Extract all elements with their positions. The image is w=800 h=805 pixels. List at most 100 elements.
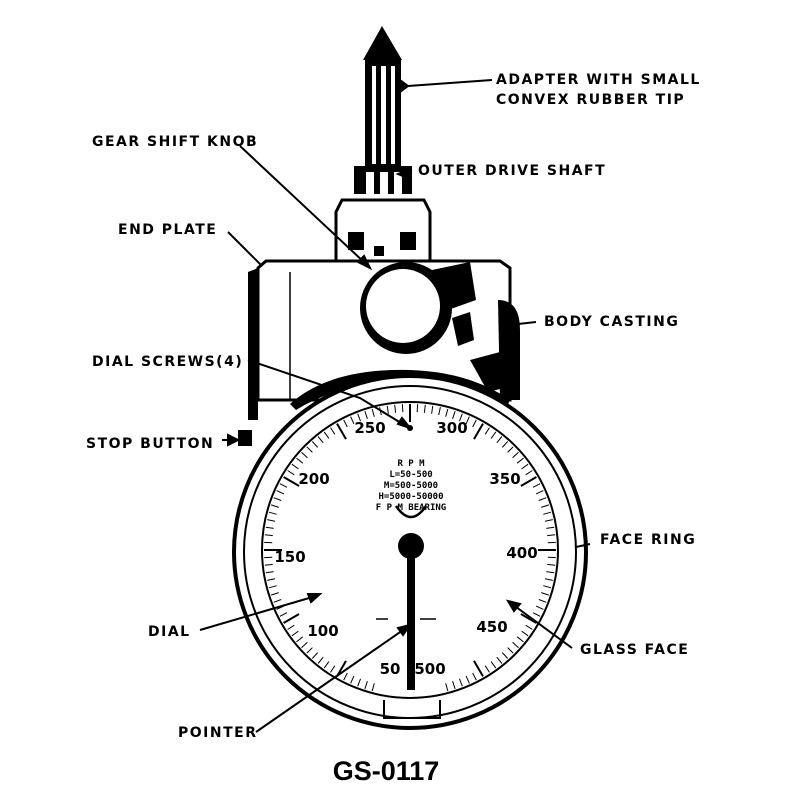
dial-tick bbox=[516, 457, 524, 464]
dial-tick bbox=[490, 431, 497, 439]
dial-tick bbox=[306, 647, 313, 654]
dial-tick bbox=[512, 451, 519, 459]
dial-tick bbox=[445, 683, 449, 692]
dial-tick bbox=[287, 470, 295, 476]
dial-tick bbox=[268, 585, 277, 589]
dial-tick bbox=[507, 446, 514, 453]
gear-shift-knob bbox=[360, 262, 452, 354]
dial-tick bbox=[438, 407, 441, 416]
dial-tick bbox=[267, 578, 276, 581]
dial-tick bbox=[264, 563, 273, 566]
dial-tick bbox=[306, 446, 313, 453]
dial-tick bbox=[364, 681, 368, 690]
dial-tick bbox=[330, 427, 336, 435]
legend-line: H=5000-50000 bbox=[378, 492, 443, 502]
dial-tick bbox=[484, 427, 490, 435]
dial-tick bbox=[279, 612, 288, 617]
label-end-plate: END PLATE bbox=[118, 222, 217, 238]
dial-tick bbox=[287, 624, 295, 630]
dial-tick bbox=[364, 410, 368, 419]
label-glass-face: GLASS FACE bbox=[580, 642, 689, 658]
dial-tick bbox=[465, 416, 470, 425]
dial-number: 100 bbox=[307, 622, 338, 640]
dial-tick bbox=[452, 681, 456, 690]
dial-tick bbox=[317, 436, 324, 444]
dial-tick bbox=[357, 413, 361, 422]
dial-tick bbox=[521, 630, 529, 637]
label-body-casting: BODY CASTING bbox=[544, 314, 679, 330]
dial-tick bbox=[546, 526, 555, 529]
dial-number: 200 bbox=[298, 470, 329, 488]
dial-tick bbox=[296, 636, 304, 643]
dial-tick bbox=[343, 672, 348, 681]
dial-tick bbox=[371, 408, 375, 417]
dial-tick bbox=[283, 613, 300, 624]
dial-tick bbox=[496, 436, 503, 444]
dial-tick bbox=[343, 419, 348, 428]
dial-tick bbox=[532, 612, 541, 617]
dial-tick-marks bbox=[264, 404, 556, 692]
label-gear-shift-knob: GEAR SHIFT KNOB bbox=[92, 134, 258, 150]
label-pointer: POINTER bbox=[178, 725, 257, 741]
dial-tick bbox=[525, 624, 533, 630]
dial-tick bbox=[301, 451, 308, 459]
dial-tick bbox=[543, 511, 552, 515]
label-stop-button: STOP BUTTON bbox=[86, 436, 214, 452]
dial-number: 150 bbox=[274, 548, 305, 566]
dial-tick bbox=[472, 672, 477, 681]
dial-tick bbox=[371, 683, 375, 692]
dial-tick bbox=[394, 404, 397, 413]
dial-tick bbox=[541, 504, 550, 508]
label-adapter-line1: ADAPTER WITH SMALL bbox=[496, 72, 701, 88]
dial-tick bbox=[323, 661, 330, 669]
dial-tick bbox=[535, 605, 544, 610]
adapter-tip bbox=[363, 26, 402, 168]
dial-tick bbox=[301, 641, 308, 649]
dial-tick bbox=[496, 656, 503, 664]
dial-tick bbox=[543, 585, 552, 589]
legend-line: M=500-5000 bbox=[384, 481, 438, 491]
dial-tick bbox=[279, 483, 288, 488]
dial-tick bbox=[472, 419, 477, 428]
dial-tick bbox=[270, 504, 279, 508]
dial-number: 300 bbox=[436, 419, 467, 437]
label-outer-drive-shaft: OUTER DRIVE SHAFT bbox=[418, 163, 606, 179]
dial-tick bbox=[459, 413, 463, 422]
dial-tick bbox=[547, 563, 556, 566]
dial-tick bbox=[386, 405, 389, 414]
shaft-housing bbox=[334, 198, 432, 270]
dial-tick bbox=[276, 490, 285, 495]
dial-tick bbox=[268, 511, 277, 515]
dial-tick bbox=[546, 571, 555, 574]
dial-tick bbox=[473, 660, 484, 677]
dial-tick bbox=[317, 656, 324, 664]
dial-tick bbox=[544, 519, 553, 522]
dial-tick bbox=[507, 647, 514, 654]
dial-tick bbox=[350, 416, 355, 425]
dial-tick bbox=[501, 441, 509, 448]
dial-tick bbox=[445, 408, 449, 417]
dial-tick bbox=[465, 675, 470, 684]
dial-number: 500 bbox=[414, 660, 445, 678]
dial-tick bbox=[267, 519, 276, 522]
legend-line: F P M BEARING bbox=[376, 503, 446, 513]
dial-tick bbox=[273, 497, 282, 501]
dial-tick bbox=[350, 675, 355, 684]
dial-tick bbox=[265, 526, 274, 529]
legend-line: L=50-500 bbox=[389, 470, 432, 480]
label-dial-screws: DIAL SCREWS(4) bbox=[92, 354, 243, 370]
dial-tick bbox=[544, 578, 553, 581]
dial-tick bbox=[532, 483, 541, 488]
dial-tick bbox=[516, 636, 524, 643]
end-plate bbox=[248, 268, 258, 420]
label-dial: DIAL bbox=[148, 624, 191, 640]
dial-number: 250 bbox=[354, 419, 385, 437]
dial-tick bbox=[490, 661, 497, 669]
dial-scale-numbers: 250 300 200 350 150 400 100 450 50 500 bbox=[274, 419, 537, 678]
dial-tick bbox=[473, 423, 484, 440]
dial-number: 400 bbox=[506, 544, 537, 562]
dial-tick bbox=[452, 410, 456, 419]
figure-id: GS-0117 bbox=[333, 756, 440, 786]
dial-tick bbox=[431, 405, 434, 414]
